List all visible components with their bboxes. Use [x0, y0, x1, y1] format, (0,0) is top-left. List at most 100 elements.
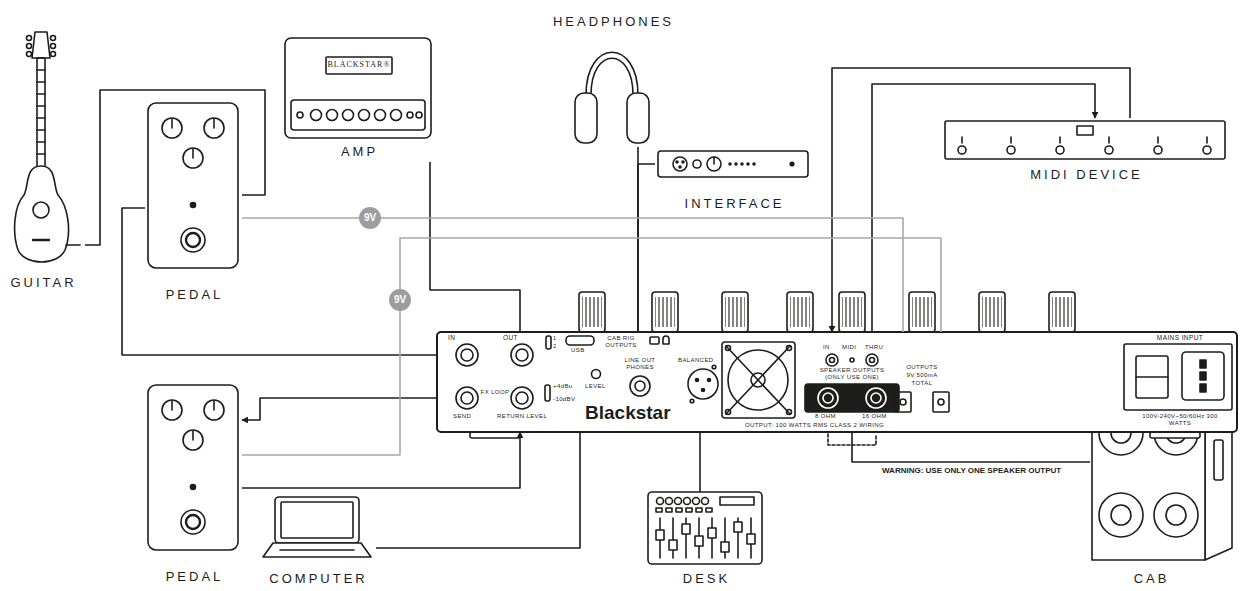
interface-figure [753, 163, 755, 165]
guitar-figure [27, 36, 32, 41]
unit-body [688, 369, 718, 399]
guitar-figure [33, 202, 49, 218]
unit-body [1200, 360, 1206, 368]
unit-body [437, 332, 1237, 432]
unit-body [900, 399, 906, 405]
pedal-figure [148, 385, 238, 550]
interface-figure [747, 163, 749, 165]
unit-body [635, 381, 645, 391]
unit-knobs [579, 292, 605, 332]
unit-body [726, 410, 731, 415]
guitar-figure [15, 166, 69, 262]
desk-figure [734, 522, 742, 532]
interface-figure [676, 161, 678, 163]
unit-body [787, 410, 792, 415]
unit-body [1200, 372, 1206, 380]
headphones-figure [575, 52, 649, 143]
interface-figure [790, 162, 794, 166]
signal-cable [699, 432, 701, 492]
guitar-figure [37, 141, 45, 143]
guitar-figure [37, 153, 45, 155]
panel-label: IN [823, 344, 830, 351]
cab-figure [1214, 440, 1223, 480]
computer-figure [275, 497, 359, 543]
desk-figure [656, 530, 664, 540]
amp-figure [297, 112, 303, 118]
unit-body [870, 358, 875, 363]
midi-device-figure [1010, 137, 1012, 143]
interface-figure [713, 157, 715, 164]
guitar-figure [37, 105, 45, 107]
desk-figure [648, 492, 762, 564]
unit-body [566, 336, 594, 345]
unit-body [805, 384, 899, 412]
unit-body [726, 346, 731, 351]
unit-body [871, 393, 881, 403]
midi-device: MIDI DEVICE [942, 118, 1227, 186]
unit-body [1136, 356, 1168, 398]
desk-figure [676, 508, 682, 512]
panel-label: BALANCED [678, 357, 714, 364]
device-label: INTERFACE [682, 197, 785, 212]
signal-cable [376, 432, 580, 548]
headphones-device: HEADPHONES [560, 15, 670, 147]
interface-figure [707, 157, 721, 171]
desk-figure [666, 508, 672, 512]
desk-figure [666, 498, 673, 505]
guitar-figure [37, 129, 45, 131]
signal-cable [85, 90, 265, 245]
guitar-figure [51, 44, 56, 49]
headphones-figure [591, 58, 633, 95]
device-label: Blackstar [585, 402, 671, 424]
amp-figure [375, 110, 386, 121]
interface-figure [673, 157, 687, 171]
midi-device-figure [1059, 137, 1061, 143]
unit-body [650, 337, 659, 344]
panel-label: THRU [865, 344, 883, 351]
computer-figure [281, 502, 353, 538]
panel-label: 1 [553, 335, 556, 341]
computer-figure [280, 549, 354, 551]
unit-body [823, 393, 833, 403]
unit-body [516, 349, 528, 361]
pedal-figure [148, 103, 238, 268]
headphones-figure [586, 52, 638, 95]
panel-label: LINE OUT PHONES [617, 357, 663, 371]
unit-body [461, 349, 473, 361]
unit-body [826, 354, 838, 366]
signal-cable [430, 162, 520, 332]
voltage-badge: 9V [359, 207, 381, 229]
computer-device: COMPUTER [258, 495, 376, 590]
amp-figure [391, 110, 402, 121]
guitar-figure [27, 44, 32, 49]
panel-label: SPEAKER OUTPUTS (ONLY USE ONE) [816, 367, 888, 381]
desk-figure [696, 508, 702, 512]
unit-body [546, 336, 551, 349]
panel-label: 16 OHM [862, 413, 887, 420]
panel-label: RETURN LEVEL [497, 413, 547, 420]
unit-body [592, 370, 601, 379]
cab-figure [1166, 505, 1186, 525]
desk-figure [672, 518, 674, 558]
headphones-figure [627, 93, 649, 143]
midi-device-figure [961, 137, 963, 143]
panel-label: USB [571, 347, 585, 354]
desk-figure [695, 536, 703, 546]
power-cable [242, 218, 903, 332]
computer-figure [263, 497, 371, 557]
guitar-figure [27, 52, 32, 57]
cab-figure [1111, 505, 1131, 525]
amp-figure [359, 110, 370, 121]
interface-figure [735, 163, 737, 165]
warning-note: WARNING: USE ONLY ONE SPEAKER OUTPUT [880, 466, 1063, 475]
pedal-figure [148, 385, 238, 550]
desk-figure [693, 498, 700, 505]
panel-label: BLACKSTAR® [328, 60, 391, 69]
midi-device-figure [1007, 146, 1015, 154]
signal-cable [852, 432, 1090, 462]
unit-body [712, 365, 716, 369]
panel-label: +4dBu [553, 383, 573, 390]
desk-figure [686, 508, 692, 512]
midi-device-figure [1105, 146, 1113, 154]
signal-cable [242, 398, 437, 420]
